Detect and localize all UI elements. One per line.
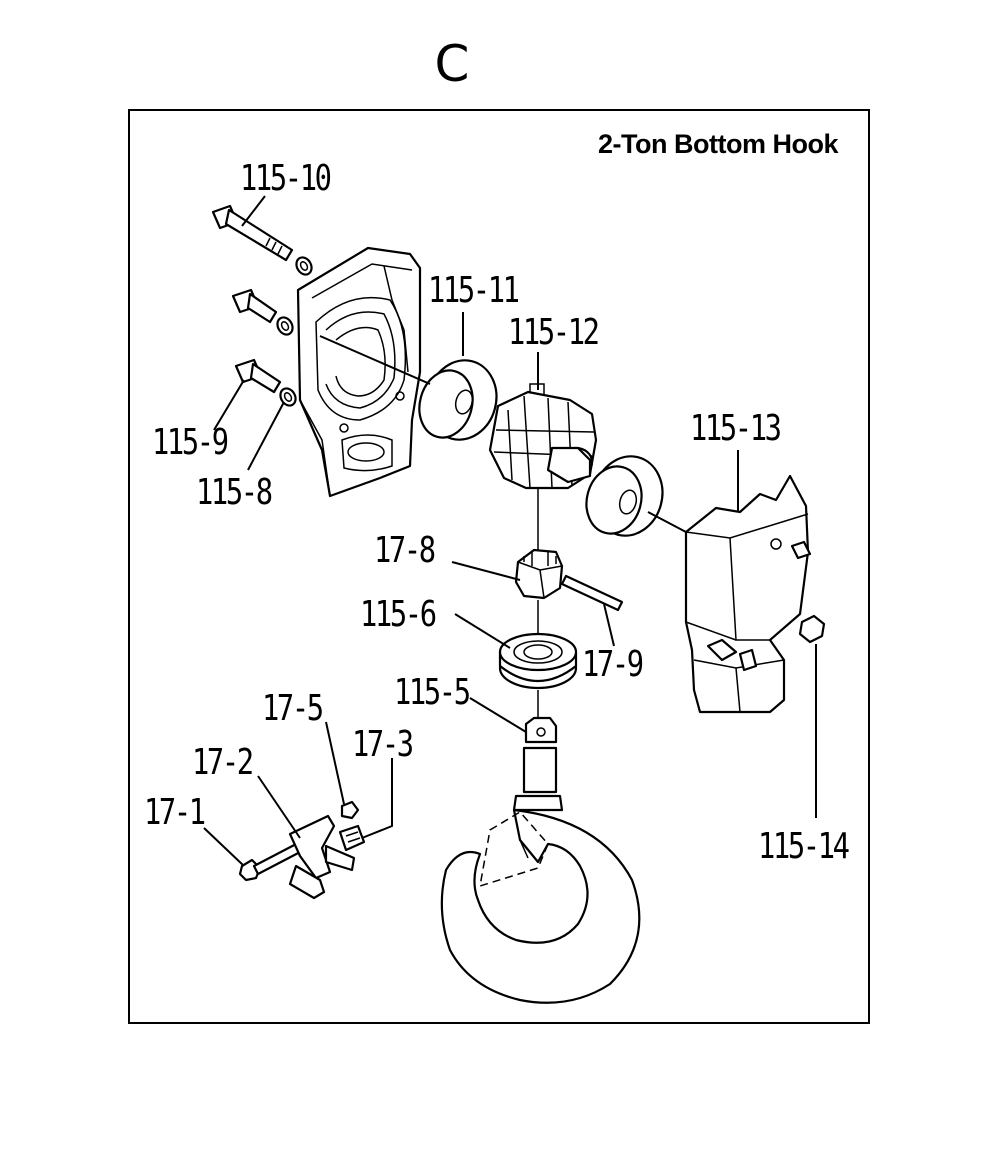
label-115-12: 115-12	[508, 311, 598, 353]
sheave-115-12	[488, 383, 598, 490]
washer-right	[585, 455, 664, 537]
section-letter: C	[434, 35, 470, 93]
cotter-pin-17-9	[560, 574, 624, 612]
castle-nut-17-8	[514, 548, 564, 600]
label-17-8: 17-8	[374, 529, 435, 571]
hook-115-5	[440, 716, 641, 1004]
label-115-6: 115-6	[360, 593, 436, 635]
bolt-short-upper	[231, 288, 294, 336]
label-115-14: 115-14	[758, 825, 849, 867]
bolt-short-lower	[234, 358, 297, 407]
latch-assembly	[238, 800, 366, 900]
part-labels: 115-10 115-11 115-12 115-13 115-9 115-8 …	[144, 157, 852, 867]
diagram-frame: 2-Ton Bottom Hook	[128, 109, 870, 1024]
label-17-2: 17-2	[192, 741, 252, 783]
label-17-9: 17-9	[582, 643, 643, 685]
bolt-long	[211, 204, 313, 276]
label-115-9: 115-9	[152, 421, 228, 463]
label-17-3: 17-3	[352, 723, 413, 765]
label-115-11: 115-11	[428, 269, 519, 311]
nut-115-14	[798, 614, 826, 644]
right-housing-115-13	[684, 474, 812, 714]
leader-lines	[203, 195, 817, 867]
left-housing-plate	[296, 246, 422, 498]
label-115-10: 115-10	[240, 157, 331, 199]
label-17-1: 17-1	[144, 791, 205, 833]
bushing-115-11	[418, 359, 498, 441]
label-115-13: 115-13	[690, 407, 781, 449]
label-115-5: 115-5	[394, 671, 469, 713]
diagram-title: 2-Ton Bottom Hook	[598, 129, 838, 159]
thrust-bearing-115-6	[498, 632, 578, 690]
label-17-5: 17-5	[262, 687, 322, 729]
label-115-8: 115-8	[196, 471, 272, 513]
